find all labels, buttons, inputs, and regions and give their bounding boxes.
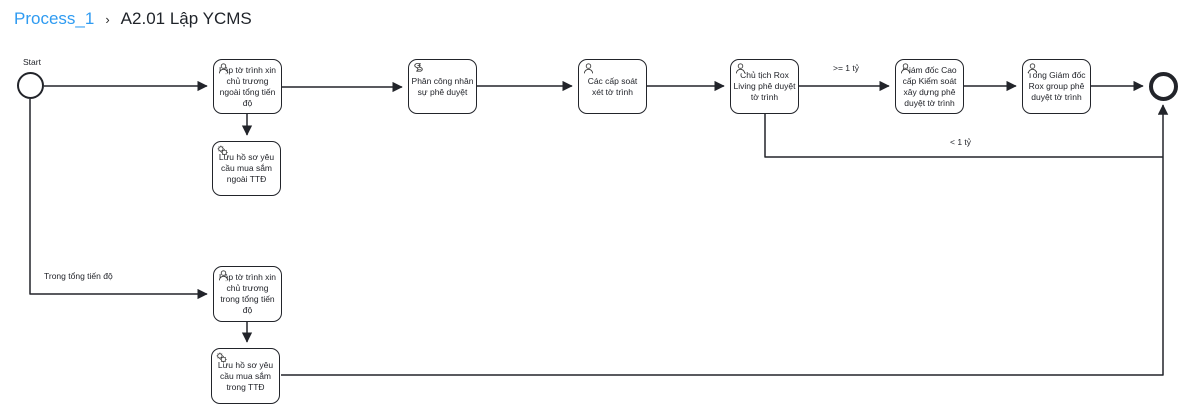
task-giam-doc-cao-cap[interactable]: Giám đốc Cao cấp Kiểm soát xây dựng phê … <box>895 59 964 114</box>
breadcrumb-current-page: A2.01 Lập YCMS <box>120 9 252 28</box>
user-icon <box>734 62 747 75</box>
task-chu-tich-rox[interactable]: Chủ tịch Rox Living phê duyệt tờ trình <box>730 59 799 114</box>
user-icon <box>217 62 230 75</box>
service-gear-icon <box>216 144 229 157</box>
user-icon <box>1026 62 1039 75</box>
task-cac-cap-soat-xet[interactable]: Các cấp soát xét tờ trình <box>578 59 647 114</box>
end-event[interactable] <box>1149 72 1178 101</box>
task-label: Lập tờ trình xin chủ trương ngoài tổng t… <box>218 64 277 108</box>
start-event-label: Start <box>22 57 42 67</box>
user-icon <box>217 269 230 282</box>
flow-chu-tich-lt-1ty[interactable] <box>764 114 1163 158</box>
user-icon <box>582 62 595 75</box>
user-icon <box>899 62 912 75</box>
breadcrumb: Process_1 › A2.01 Lập YCMS <box>14 8 252 30</box>
flow-luu-trong-to-end[interactable] <box>281 104 1169 376</box>
task-label: Lưu hồ sơ yêu cầu mua sắm trong TTĐ <box>217 359 274 392</box>
flow-label-lt-1ty[interactable]: < 1 tỷ <box>949 137 973 147</box>
task-label: Tổng Giám đốc Rox group phê duyệt tờ trì… <box>1027 70 1086 102</box>
chevron-right-icon: › <box>105 12 110 27</box>
start-event[interactable] <box>17 72 44 99</box>
task-lap-to-trinh-ngoai[interactable]: Lập tờ trình xin chủ trương ngoài tổng t… <box>213 59 282 114</box>
breadcrumb-process-link[interactable]: Process_1 <box>14 9 95 28</box>
task-label: Lập tờ trình xin chủ trương trong tổng t… <box>218 272 277 315</box>
task-label: Chủ tịch Rox Living phê duyệt tờ trình <box>733 70 796 102</box>
task-phan-cong[interactable]: Phân công nhân sự phê duyệt <box>408 59 477 114</box>
flow-label-ge-1ty[interactable]: >= 1 tỷ <box>832 63 860 73</box>
task-label: Các cấp soát xét tờ trình <box>587 75 638 97</box>
flow-label-trong-tong-tien-do[interactable]: Trong tổng tiến độ <box>43 271 114 281</box>
task-luu-ho-so-trong[interactable]: Lưu hồ sơ yêu cầu mua sắm trong TTĐ <box>211 348 280 404</box>
service-gear-icon <box>215 351 228 364</box>
task-lap-to-trinh-trong[interactable]: Lập tờ trình xin chủ trương trong tổng t… <box>213 266 282 322</box>
script-icon <box>412 62 425 75</box>
task-tong-giam-doc[interactable]: Tổng Giám đốc Rox group phê duyệt tờ trì… <box>1022 59 1091 114</box>
task-label: Phân công nhân sự phê duyệt <box>411 75 474 97</box>
task-label: Giám đốc Cao cấp Kiểm soát xây dựng phê … <box>902 64 957 108</box>
task-label: Lưu hồ sơ yêu cầu mua sắm ngoài TTĐ <box>218 152 275 184</box>
task-luu-ho-so-ngoai[interactable]: Lưu hồ sơ yêu cầu mua sắm ngoài TTĐ <box>212 141 281 196</box>
flow-start-to-lap-trong[interactable] <box>29 99 208 300</box>
